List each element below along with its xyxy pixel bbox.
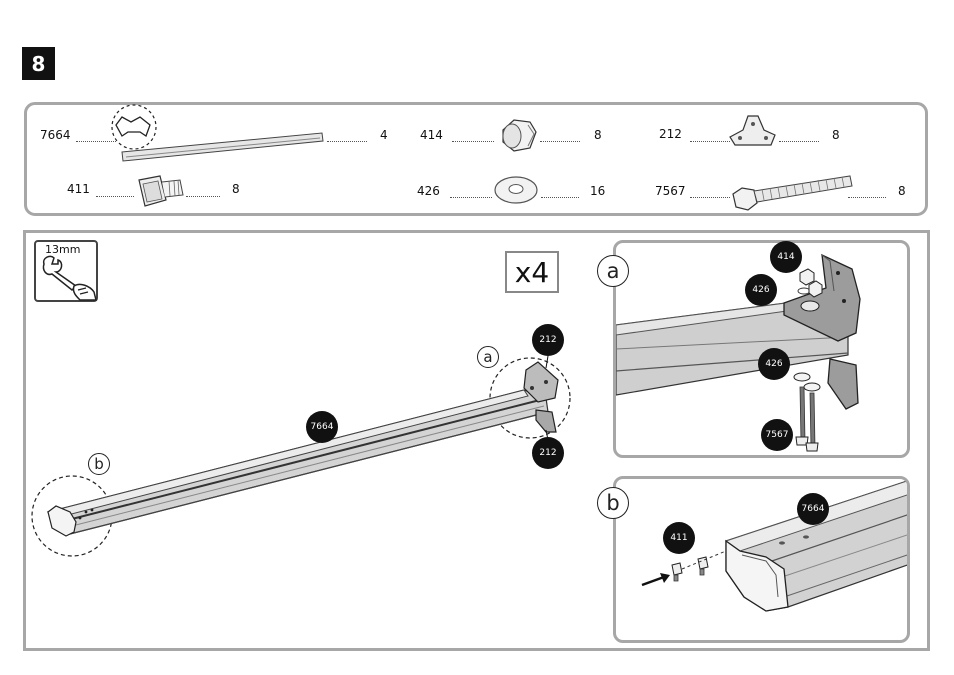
part-code: 414: [420, 128, 443, 142]
rail-assembly-illustration: [31, 355, 571, 557]
part-qty: 8: [832, 128, 840, 142]
main-bracket-bottom-callout: 212: [532, 437, 564, 469]
part-qty: 8: [594, 128, 602, 142]
step-number-badge: 8: [22, 47, 55, 80]
detail-b-label: b: [597, 487, 629, 519]
detail-a-marker: a: [477, 346, 499, 368]
detail-b-panel: [613, 476, 910, 643]
main-bracket-top-callout: 212: [532, 324, 564, 356]
part-code: 7664: [40, 128, 71, 142]
bolt-icon: [732, 175, 853, 211]
tool-indicator: 13mm: [34, 240, 98, 302]
part-qty: 16: [590, 184, 606, 198]
tool-size: 13mm: [45, 243, 81, 256]
part-code: 411: [67, 182, 90, 196]
detail-b-marker: b: [88, 453, 110, 475]
washer-icon: [494, 176, 538, 204]
rivet-icon: [138, 175, 184, 207]
detail-a-washer-bottom-callout: 426: [758, 348, 790, 380]
part-code: 426: [417, 184, 440, 198]
part-qty: 4: [380, 128, 388, 142]
parts-list-panel: [24, 102, 928, 216]
part-qty: 8: [898, 184, 906, 198]
detail-b-illustration: [641, 480, 907, 612]
detail-a-illustration: [616, 253, 861, 452]
detail-b-rivet-callout: 411: [663, 522, 695, 554]
detail-a-bolt-callout: 7567: [761, 419, 793, 451]
part-code: 212: [659, 127, 682, 141]
detail-a-nut-callout: 414: [770, 241, 802, 273]
detail-a-washer-top-callout: 426: [745, 274, 777, 306]
detail-b-rail-callout: 7664: [797, 493, 829, 525]
quantity-multiplier: x4: [505, 251, 559, 293]
rail-profile-icon: [111, 104, 324, 162]
bracket-icon: [729, 115, 776, 146]
main-rail-callout: 7664: [306, 411, 338, 443]
detail-a-panel: [613, 240, 910, 458]
main-assembly-panel: [23, 230, 930, 651]
part-qty: 8: [232, 182, 240, 196]
nut-icon: [502, 119, 537, 152]
wrench-icon: [42, 255, 97, 301]
detail-a-label: a: [597, 255, 629, 287]
part-code: 7567: [655, 184, 686, 198]
